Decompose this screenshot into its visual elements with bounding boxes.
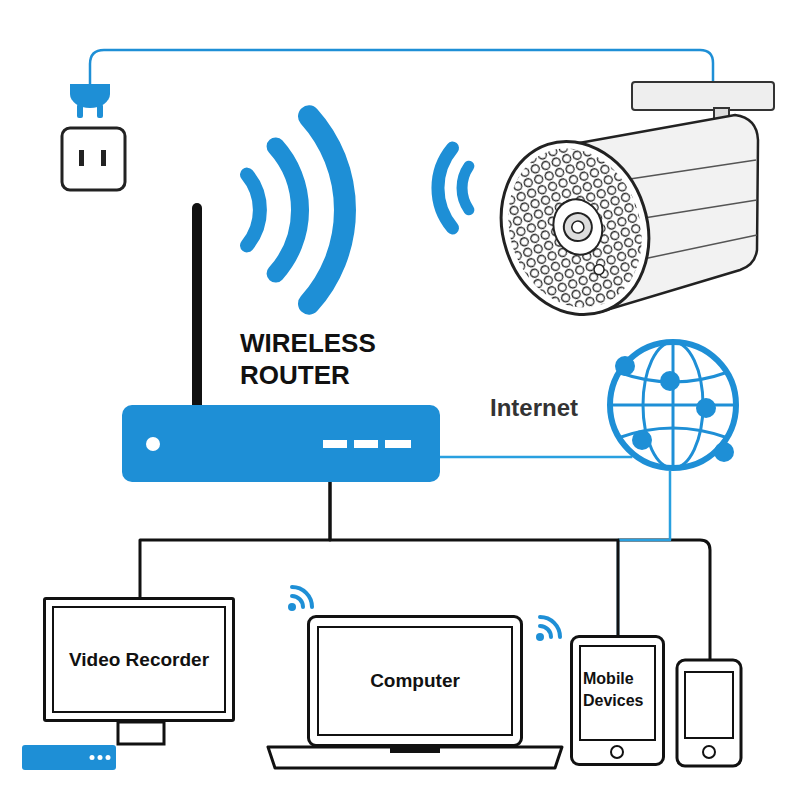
internet-globe: Internet <box>607 339 739 471</box>
wifi-wave <box>247 175 260 246</box>
tablet-screen <box>580 646 655 740</box>
plug-prong <box>97 104 103 118</box>
recorder-light <box>98 755 103 760</box>
globe-latitude <box>618 428 728 438</box>
phone-body <box>677 660 741 766</box>
tablet-box: Mobile Devices <box>570 635 665 766</box>
wifi-dot <box>536 633 544 641</box>
lens-center <box>570 220 585 235</box>
connector-line <box>140 482 330 597</box>
camera-front <box>479 122 670 334</box>
node-label: Video Recorder <box>69 648 209 672</box>
globe-node <box>632 430 652 450</box>
lens-ring <box>546 193 609 261</box>
recorder-box <box>22 745 116 770</box>
globe-node <box>615 356 635 376</box>
node-label: Mobile Devices <box>583 668 655 712</box>
globe-node <box>696 398 716 418</box>
monitor-box: Video Recorder <box>43 597 235 722</box>
laptop-notch <box>390 747 440 753</box>
globe-meridian <box>672 342 675 468</box>
router-indicator <box>354 440 378 448</box>
plug-prong <box>77 104 83 118</box>
camera-bracket <box>632 82 774 110</box>
wifi-wave <box>292 587 312 607</box>
globe-node <box>714 442 734 462</box>
monitor-stand <box>118 722 164 744</box>
power-cable <box>90 50 713 84</box>
router-light <box>146 437 160 451</box>
phone-button <box>703 746 715 758</box>
recorder-light <box>90 755 95 760</box>
recorder-light <box>106 755 111 760</box>
infrared-leds <box>488 131 662 325</box>
wifi-wave <box>292 596 303 607</box>
router-box: WIRELESS ROUTER <box>122 405 440 482</box>
laptop-box: Computer <box>307 615 523 747</box>
light-sensor <box>593 263 606 276</box>
outlet-slot <box>101 150 106 166</box>
camera-lens <box>560 209 595 244</box>
wifi-dot <box>288 603 296 611</box>
wifi-wave <box>276 146 300 273</box>
router-indicator <box>323 440 347 448</box>
globe-node <box>660 371 680 391</box>
outlet-slot <box>79 150 84 166</box>
wifi-wave <box>438 148 453 228</box>
wifi-wave <box>540 626 551 637</box>
node-label: Computer <box>370 669 460 693</box>
globe-equator <box>610 404 736 407</box>
laptop-screen <box>318 627 512 735</box>
wifi-wave <box>462 166 469 210</box>
globe-grid <box>610 342 736 468</box>
camera-face <box>479 122 670 334</box>
node-label: WIRELESS ROUTER <box>240 327 400 391</box>
connector-line <box>440 456 632 459</box>
connector-line <box>618 471 670 635</box>
node-label: Internet <box>490 393 578 423</box>
plug-head <box>70 84 110 108</box>
router-indicator <box>385 440 411 448</box>
wall-outlet <box>62 128 125 190</box>
phone-screen <box>685 672 733 738</box>
globe-meridian <box>643 342 703 468</box>
tablet-button <box>611 746 623 758</box>
wifi-wave <box>309 116 345 303</box>
router-antenna <box>192 208 202 410</box>
laptop-base <box>268 747 562 768</box>
monitor-screen <box>53 607 225 712</box>
globe-latitude <box>618 372 728 382</box>
wifi-wave <box>540 617 560 637</box>
connector-line <box>330 482 618 635</box>
